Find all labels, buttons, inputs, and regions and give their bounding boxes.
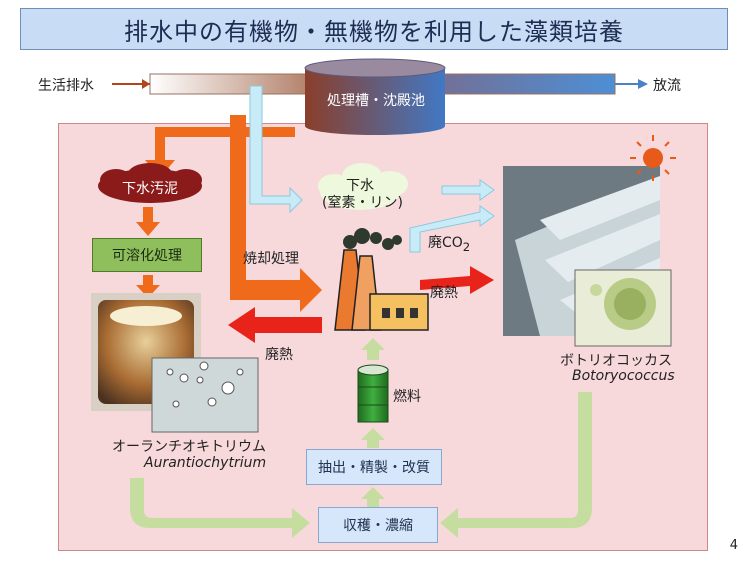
botryococcus-micrograph <box>574 269 672 347</box>
harvest-label: 収穫・濃縮 <box>343 518 413 534</box>
sewage-arrow <box>249 85 303 214</box>
waste-heat-right-arrow <box>420 266 494 294</box>
incineration-arrow <box>230 115 322 312</box>
sewage-nutrients-label: (窒素・リン) <box>322 195 403 211</box>
waste-heat-left-label: 廃熱 <box>265 347 293 363</box>
extraction-to-fuel-arrow <box>361 428 385 448</box>
co2-arrow <box>409 205 495 253</box>
fuel-barrel-icon <box>357 364 389 423</box>
aurantiochytrium-jp-label: オーランチオキトリウム <box>112 439 266 455</box>
treatment-tank-top <box>304 58 446 78</box>
sludge-to-solubilize-arrow <box>136 207 160 236</box>
solubilization-label: 可溶化処理 <box>112 248 182 264</box>
discharge-label: 放流 <box>653 78 681 94</box>
sewage-sludge-label: 下水汚泥 <box>122 181 178 197</box>
page-title: 排水中の有機物・無機物を利用した藻類培養 <box>20 8 728 50</box>
waste-co2-label: 廃CO2 <box>428 232 470 254</box>
page-number: 4 <box>729 538 738 553</box>
harvest-to-extraction-arrow <box>361 487 385 507</box>
sludge-blob <box>98 163 202 203</box>
waste-co2-text: 廃CO <box>428 235 463 251</box>
cloud-icon <box>318 163 408 210</box>
aurantiochytrium-micrograph <box>151 357 259 433</box>
sewage-to-pond-arrow <box>441 179 495 201</box>
botryococcus-latin-label: Botoryococcus <box>572 368 675 384</box>
waste-co2-subscript: 2 <box>462 239 471 254</box>
sun-icon <box>630 135 676 181</box>
botryococcus-jp-label: ボトリオコッカス <box>560 353 672 369</box>
solubilize-to-culture-arrow <box>136 275 160 298</box>
treatment-tank-label: 処理槽・沈殿池 <box>327 93 425 109</box>
treatment-tank <box>305 68 445 126</box>
extraction-label: 抽出・精製・改質 <box>318 460 430 476</box>
pond-to-harvest-arrow <box>440 392 592 538</box>
aurantiochytrium-latin-label: Aurantiochytrium <box>144 455 267 471</box>
factory-icon <box>334 228 429 331</box>
input-arrow-head <box>142 79 150 89</box>
harvest-box: 収穫・濃縮 <box>318 507 438 543</box>
solubilization-box: 可溶化処理 <box>92 238 202 272</box>
output-arrow-head <box>638 79 648 89</box>
culture-to-harvest-arrow <box>130 478 310 538</box>
domestic-wastewater-label: 生活排水 <box>38 78 94 94</box>
fuel-to-factory-arrow <box>361 338 385 360</box>
page-title-text: 排水中の有機物・無機物を利用した藻類培養 <box>124 17 624 46</box>
extraction-box: 抽出・精製・改質 <box>306 449 442 485</box>
sewage-water-label: 下水 <box>346 178 374 194</box>
incineration-label: 焼却処理 <box>243 251 299 267</box>
fuel-label: 燃料 <box>393 389 421 405</box>
waste-heat-left-arrow <box>228 307 322 343</box>
waste-heat-right-label: 廃熱 <box>430 285 458 301</box>
treatment-tank-bottom <box>305 117 445 135</box>
